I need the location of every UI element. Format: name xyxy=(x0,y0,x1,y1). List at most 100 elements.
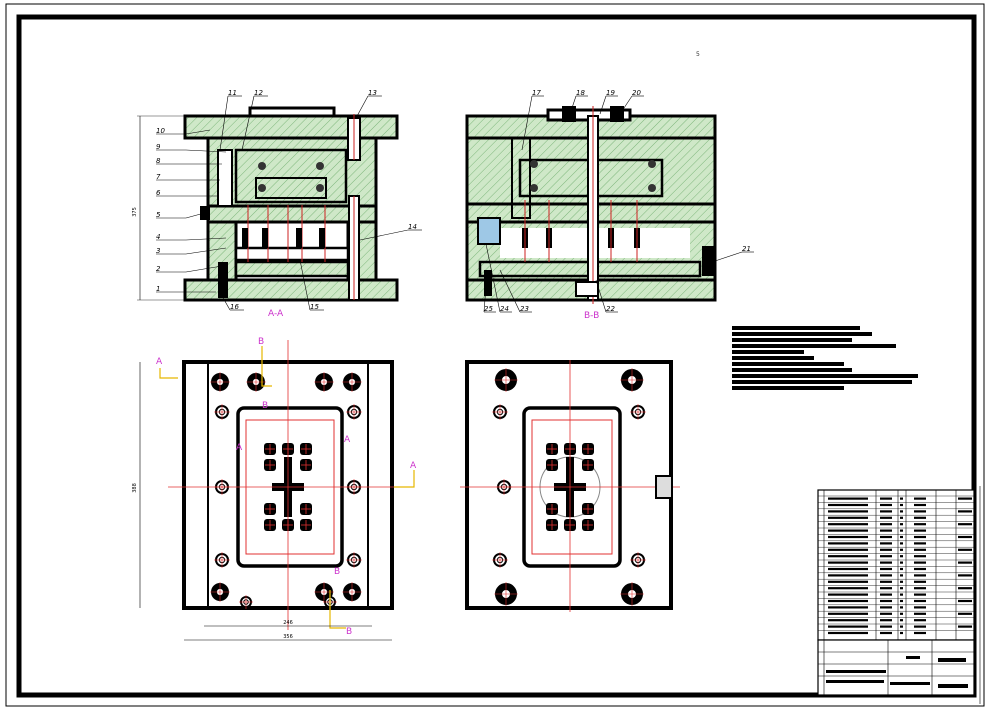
bom-cell xyxy=(914,631,926,635)
cut-line-a xyxy=(159,368,178,379)
bom-cell xyxy=(914,567,926,571)
bom-cell xyxy=(900,542,903,545)
bom-cell xyxy=(828,503,868,507)
bom-cell xyxy=(914,612,926,615)
bom-cell xyxy=(880,555,892,558)
bottom-screw xyxy=(218,262,228,298)
callout-label: 24 xyxy=(500,305,509,313)
bom-cell xyxy=(958,535,972,539)
section-cut-mark: B xyxy=(262,401,268,411)
callout-label: 10 xyxy=(156,127,165,135)
bom-cell xyxy=(958,587,972,590)
top-clamp-plate xyxy=(183,114,399,140)
bom-cell xyxy=(900,529,903,532)
bom-cell xyxy=(880,523,892,526)
bom-cell xyxy=(900,567,903,571)
bom-cell xyxy=(828,599,868,603)
callout-label: 4 xyxy=(156,233,160,241)
bom-cell xyxy=(828,535,868,539)
callout-label: 7 xyxy=(156,173,161,181)
callout-leader xyxy=(355,95,369,119)
callout-leader xyxy=(185,237,227,241)
bom-cell xyxy=(828,619,868,622)
bom-cell xyxy=(914,593,926,596)
bom-cell xyxy=(828,555,868,558)
callout-leader xyxy=(185,129,211,135)
cooling-hole xyxy=(258,162,266,170)
bom-cell xyxy=(900,574,903,577)
bom-cell xyxy=(828,497,868,500)
bom-cell xyxy=(880,503,892,507)
bom-cell xyxy=(900,510,903,513)
callout-label: 23 xyxy=(520,305,529,313)
bom-cell xyxy=(880,516,892,519)
bom-cell xyxy=(828,561,868,564)
bom-cell xyxy=(958,599,972,603)
slide-left xyxy=(511,137,531,219)
bom-cell xyxy=(828,580,868,583)
bom-cell xyxy=(958,561,972,564)
bom-cell xyxy=(900,516,903,519)
side-connector xyxy=(655,475,673,499)
bom-cell xyxy=(828,510,868,513)
callout-label: 21 xyxy=(742,245,751,253)
sprue-bushing xyxy=(217,149,233,207)
dim-text-height: 388 xyxy=(132,483,138,493)
bom-cell xyxy=(880,619,892,622)
cut-line-a2 xyxy=(394,470,415,488)
callout-label: 13 xyxy=(368,89,377,97)
bom-cell xyxy=(880,535,892,539)
bottom-center-slot xyxy=(575,281,599,297)
callout-label: 8 xyxy=(156,157,161,165)
bom-cell xyxy=(828,631,868,635)
bom-cell xyxy=(880,497,892,500)
callout-label: 6 xyxy=(156,189,161,197)
bom-cell xyxy=(914,587,926,590)
bom-cell xyxy=(914,561,926,564)
bom-cell xyxy=(900,535,903,539)
callout-label: 5 xyxy=(156,211,161,219)
bom-cell xyxy=(958,510,972,513)
view-plan-moving xyxy=(460,360,680,612)
callout-label: 3 xyxy=(156,247,160,255)
bom-cell xyxy=(828,593,868,596)
bom-cell xyxy=(914,555,926,558)
bom-cell xyxy=(914,535,926,539)
callout-leader xyxy=(599,95,607,115)
ejector-plate-upper xyxy=(234,246,350,262)
bom-cell xyxy=(914,580,926,583)
callout-leader xyxy=(483,285,487,313)
nozzle-left xyxy=(562,106,576,122)
bom-cell xyxy=(900,606,903,609)
cooling-hole xyxy=(258,184,266,192)
bom-cell xyxy=(828,574,868,577)
bom-cell xyxy=(828,523,868,526)
bom-cell xyxy=(880,599,892,603)
bom-cell xyxy=(914,619,926,622)
bom-cell xyxy=(880,593,892,596)
bom-cell xyxy=(958,523,972,526)
bom-cell xyxy=(828,612,868,615)
callout-leader xyxy=(359,229,409,241)
bom-cell xyxy=(958,625,972,628)
callout-leader xyxy=(185,149,227,153)
bom-cell xyxy=(828,567,868,571)
section-label-b-b: B-B xyxy=(584,311,599,321)
bom-cell xyxy=(900,619,903,622)
bom-cell xyxy=(880,510,892,513)
bom-cell xyxy=(880,631,892,635)
cooling-hole xyxy=(316,162,324,170)
bom-cell xyxy=(828,516,868,519)
callout-leader xyxy=(711,251,743,263)
bom-cell xyxy=(880,587,892,590)
bom-cell xyxy=(914,606,926,609)
cooling-hole xyxy=(648,184,656,192)
parts-list xyxy=(817,489,975,641)
callout-label: 11 xyxy=(228,89,237,97)
callout-leader xyxy=(595,279,607,313)
bom-cell xyxy=(900,555,903,558)
